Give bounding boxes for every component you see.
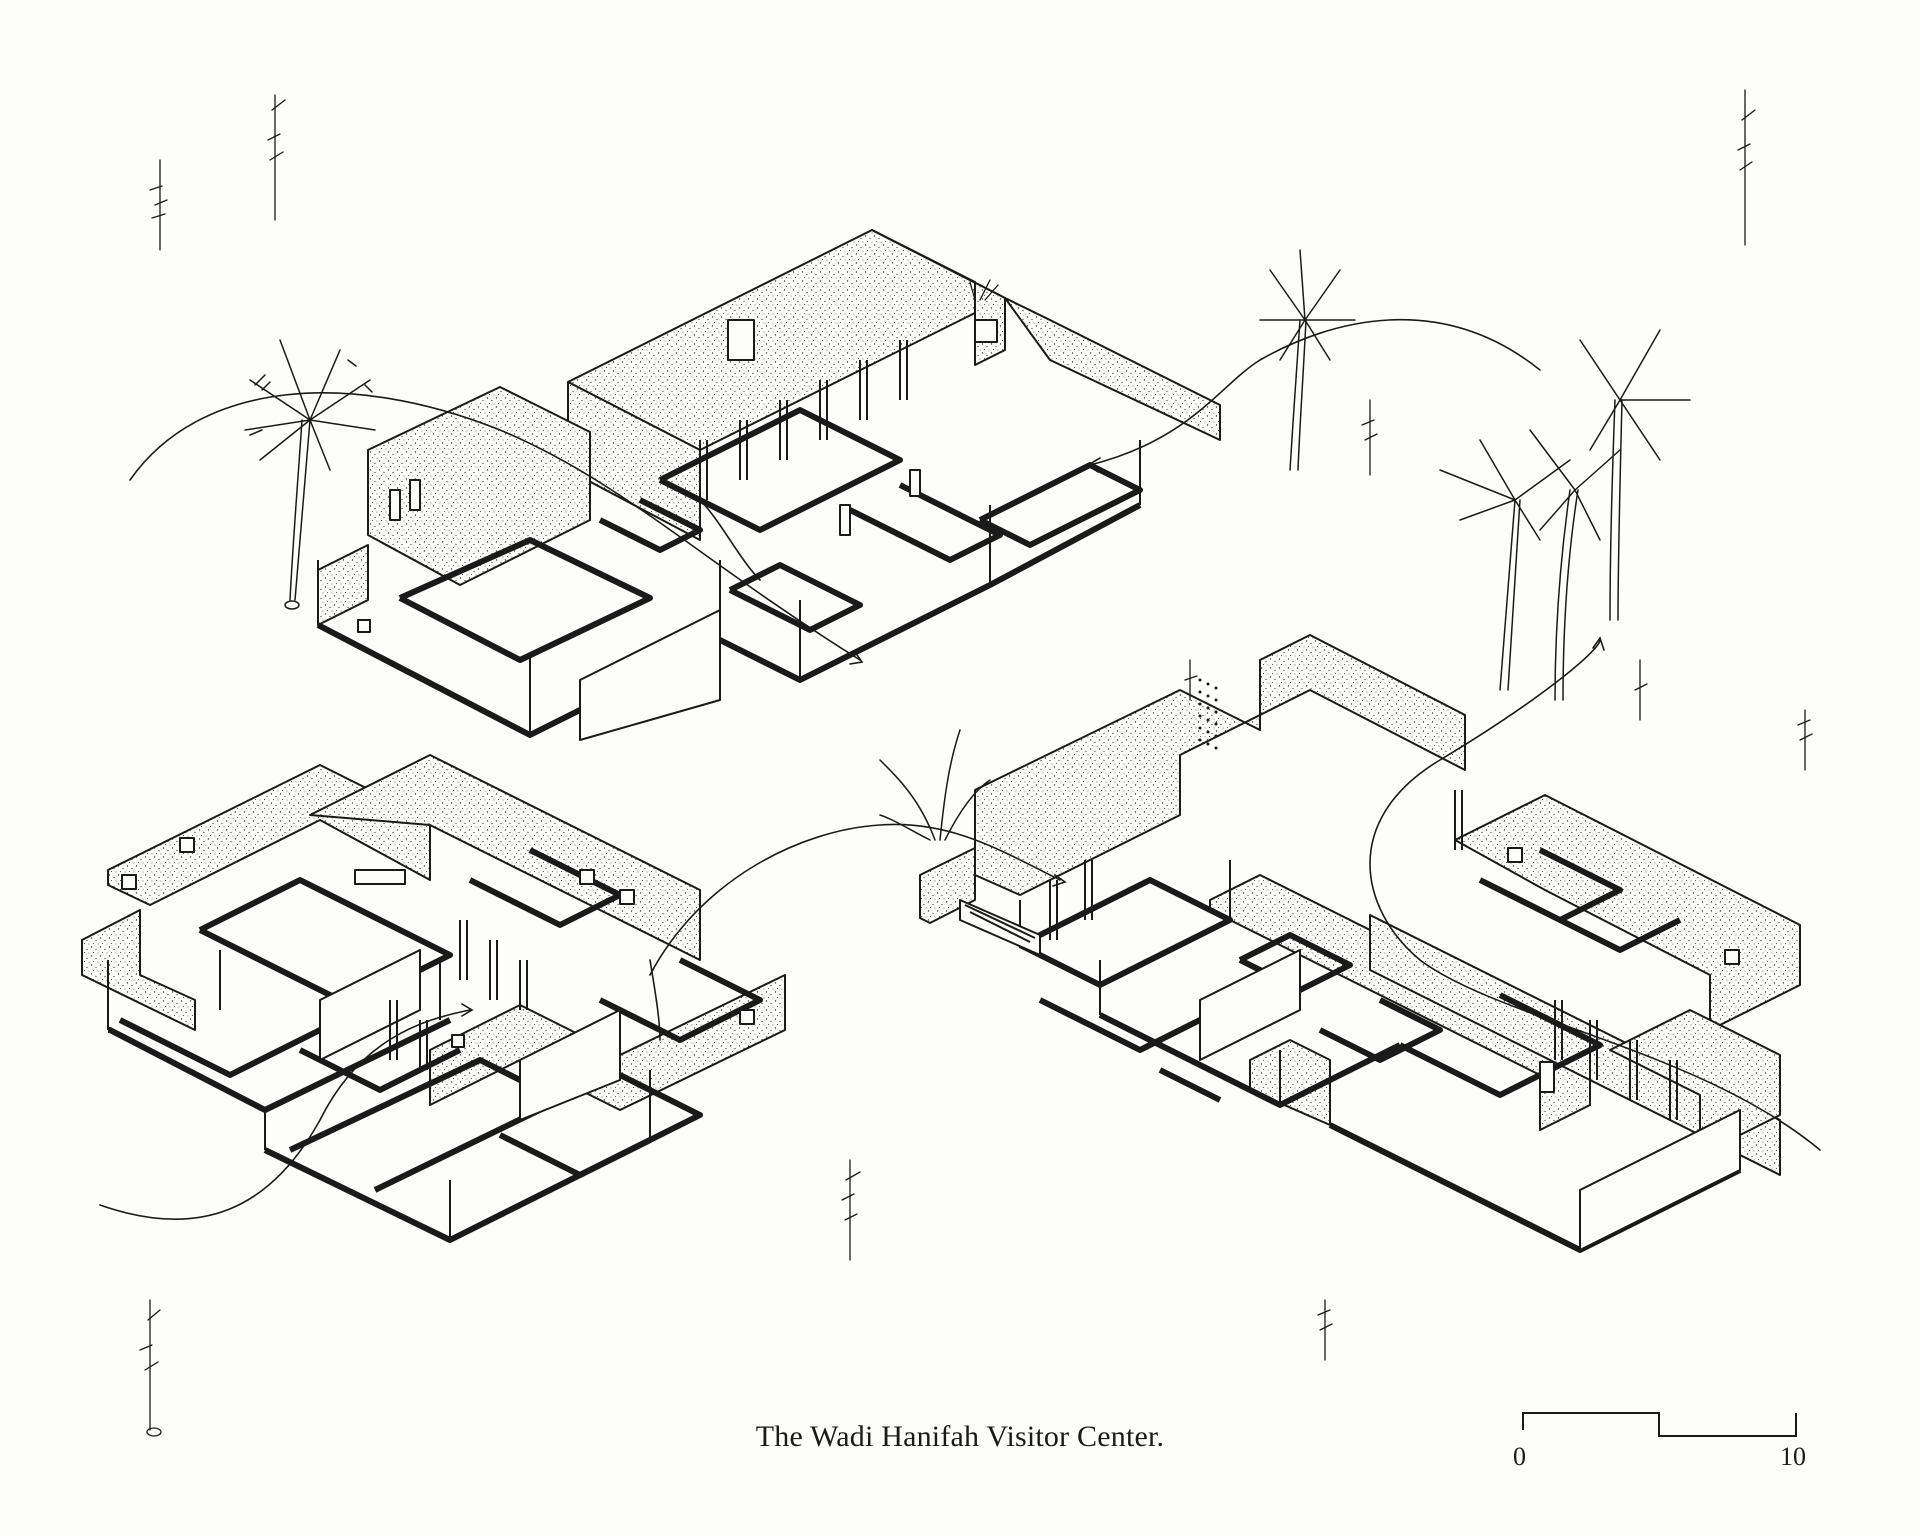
west-columns (389, 920, 528, 1070)
scale-bar (1522, 1412, 1797, 1437)
scale-end-label: 10 (1780, 1442, 1806, 1471)
scale-start-label: 0 (1513, 1442, 1526, 1471)
west-wall-south (429, 974, 786, 1111)
west-wall-ridge (309, 754, 701, 961)
drawing-caption: The Wadi Hanifah Visitor Center. (755, 1420, 1165, 1453)
east-thin-walls (959, 860, 1741, 1251)
north-interior-thin-walls (317, 440, 1141, 741)
north-southwest-wall (317, 544, 369, 626)
west-pavilion (81, 754, 786, 1243)
east-columns (1049, 790, 1678, 1120)
east-wall-top (974, 634, 1466, 896)
west-windows (121, 837, 755, 1048)
east-long-wall (1209, 874, 1591, 1131)
palm-tree (244, 249, 1691, 841)
north-east-wall (871, 229, 1006, 366)
north-pavilion (316, 229, 1221, 741)
north-east-wing-top (1004, 297, 1221, 441)
east-windows (1507, 847, 1740, 1093)
east-southwest-wall (1249, 1039, 1331, 1126)
north-columns (699, 340, 908, 500)
east-pavilion (919, 634, 1801, 1253)
east-perforated-screen (1198, 678, 1218, 750)
grass-tuft (139, 89, 1813, 1437)
north-west-wall (367, 386, 591, 586)
north-interior-walls (316, 407, 1143, 738)
west-wall-west (81, 909, 196, 1031)
west-thin-walls (107, 949, 651, 1240)
circulation-paths (99, 318, 1821, 1220)
north-windows (357, 319, 998, 633)
